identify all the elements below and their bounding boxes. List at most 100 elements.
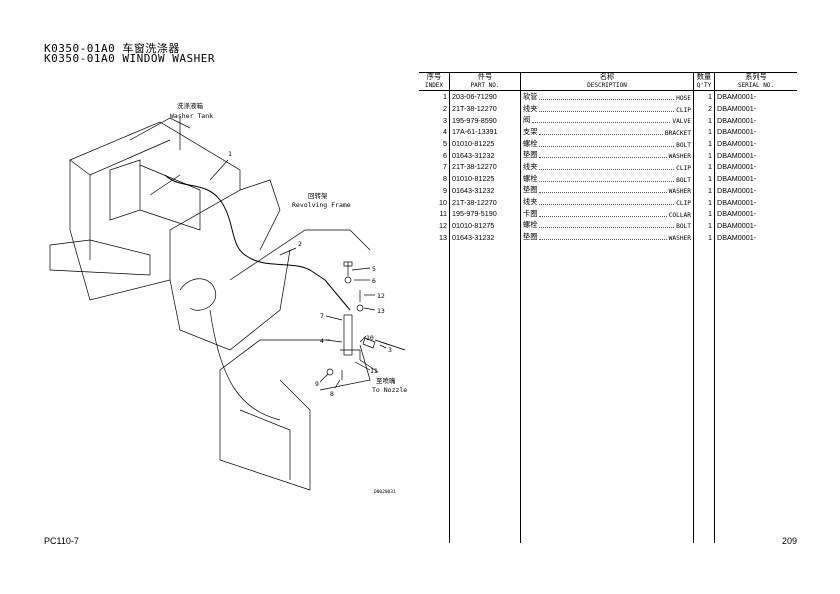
header-part-no: 件号 PART NO.	[449, 72, 521, 91]
revolving-frame-label-cn: 回转架	[308, 191, 328, 200]
cell-qty: 1	[693, 90, 715, 103]
description-en: WASHER	[668, 188, 691, 196]
cell-qty: 2	[693, 102, 715, 115]
callout-5: 5	[372, 265, 376, 273]
cell-part-no: 01010-81275	[449, 219, 521, 232]
to-nozzle-label-en: To Nozzle	[372, 386, 407, 394]
cell-part-no: 195-979-8590	[449, 114, 521, 127]
cell-qty: 1	[693, 231, 715, 243]
cell-serial-no: DBAM0001-	[714, 114, 797, 127]
callout-12: 12	[377, 292, 385, 300]
cell-qty: 1	[693, 161, 715, 173]
cell-part-no: 01643-31232	[449, 184, 521, 197]
description-cn: 线夹	[523, 103, 538, 113]
cell-part-no: 17A-61-13391	[449, 126, 521, 138]
description-cn: 阀	[523, 115, 531, 125]
description-cn: 支架	[523, 126, 538, 136]
cell-index: 12	[439, 220, 447, 230]
cell-serial-no: DBAM0001-	[714, 172, 797, 185]
cell-qty: 1	[693, 172, 715, 185]
leader-dots	[539, 157, 667, 159]
cell-part-no: 01643-31232	[449, 231, 521, 243]
description-cn: 螺栓	[523, 138, 538, 148]
cell-index: 7	[443, 162, 447, 172]
cell-serial-no: DBAM0001-	[714, 161, 797, 173]
cell-serial-no: DBAM0001-	[714, 207, 797, 220]
washer-tank-label-cn: 洗涤液箱	[177, 101, 204, 110]
cell-qty: 1	[693, 126, 715, 138]
footer-model: PC110-7	[44, 536, 79, 546]
cell-qty: 1	[693, 184, 715, 197]
callout-11: 11	[370, 367, 378, 375]
cell-index: 9	[443, 185, 447, 195]
description-cn: 线夹	[523, 161, 538, 171]
cell-serial-no: DBAM0001-	[714, 149, 797, 162]
description-cn: 线夹	[523, 197, 538, 207]
callout-4: 4	[320, 337, 324, 345]
callout-3: 3	[388, 346, 392, 354]
cell-part-no: 01643-31232	[449, 149, 521, 162]
description-en: CLIP	[676, 164, 691, 172]
revolving-frame-label-en: Revolving Frame	[292, 201, 351, 209]
cell-part-no: 203-06-71290	[449, 90, 521, 103]
header-description: 名称 DESCRIPTION	[520, 72, 694, 91]
to-nozzle-label-cn: 至喷嘴	[376, 376, 396, 385]
parts-table: 序号 INDEX 件号 PART NO. 名称 DESCRIPTION 数量 Q…	[419, 72, 797, 543]
cell-serial-no: DBAM0001-	[714, 137, 797, 150]
cell-index: 2	[443, 104, 447, 114]
leader-dots	[539, 145, 675, 147]
drawing-number: D0020031	[374, 489, 396, 495]
cell-index: 8	[443, 174, 447, 184]
page-title-cn: K0350-01A0 车窗洗涤器	[44, 42, 180, 55]
description-en: WASHER	[668, 153, 691, 161]
description-en: VALVE	[672, 118, 691, 126]
description-en: HOSE	[676, 94, 691, 102]
leader-dots	[539, 215, 667, 217]
cell-index: 13	[439, 232, 447, 242]
description-cn: 垫圈	[523, 150, 538, 160]
description-en: BOLT	[676, 176, 691, 184]
callout-8: 8	[330, 390, 334, 398]
cell-index: 11	[439, 209, 447, 219]
cell-part-no: 195-979-5190	[449, 207, 521, 220]
cell-index: 4	[443, 127, 447, 137]
description-cn: 螺栓	[523, 173, 538, 183]
callout-6: 6	[372, 277, 376, 285]
cell-serial-no: DBAM0001-	[714, 126, 797, 138]
leader-dots	[539, 204, 675, 206]
cell-index: 6	[443, 150, 447, 160]
cell-description: 垫圈 WASHER	[520, 149, 694, 162]
cell-qty: 1	[693, 137, 715, 150]
cell-qty: 1	[693, 149, 715, 162]
cell-description: 支架 BRACKET	[520, 126, 694, 138]
leader-dots	[539, 192, 667, 194]
cell-description: 螺栓 BOLT	[520, 172, 694, 185]
description-en: WASHER	[668, 235, 691, 243]
cell-serial-no: DBAM0001-	[714, 102, 797, 115]
callout-10: 10	[366, 334, 374, 342]
leader-dots	[539, 180, 675, 182]
leader-dots	[539, 98, 675, 100]
cell-serial-no: DBAM0001-	[714, 184, 797, 197]
cell-qty: 1	[693, 219, 715, 232]
cell-serial-no: DBAM0001-	[714, 231, 797, 243]
leader-dots	[539, 168, 675, 170]
description-en: BRACKET	[664, 129, 691, 137]
cell-description: 线夹 CLIP	[520, 161, 694, 173]
cell-index: 1	[443, 92, 447, 102]
callout-2: 2	[298, 240, 302, 248]
cell-qty: 1	[693, 207, 715, 220]
cell-part-no: 01010-81225	[449, 172, 521, 185]
